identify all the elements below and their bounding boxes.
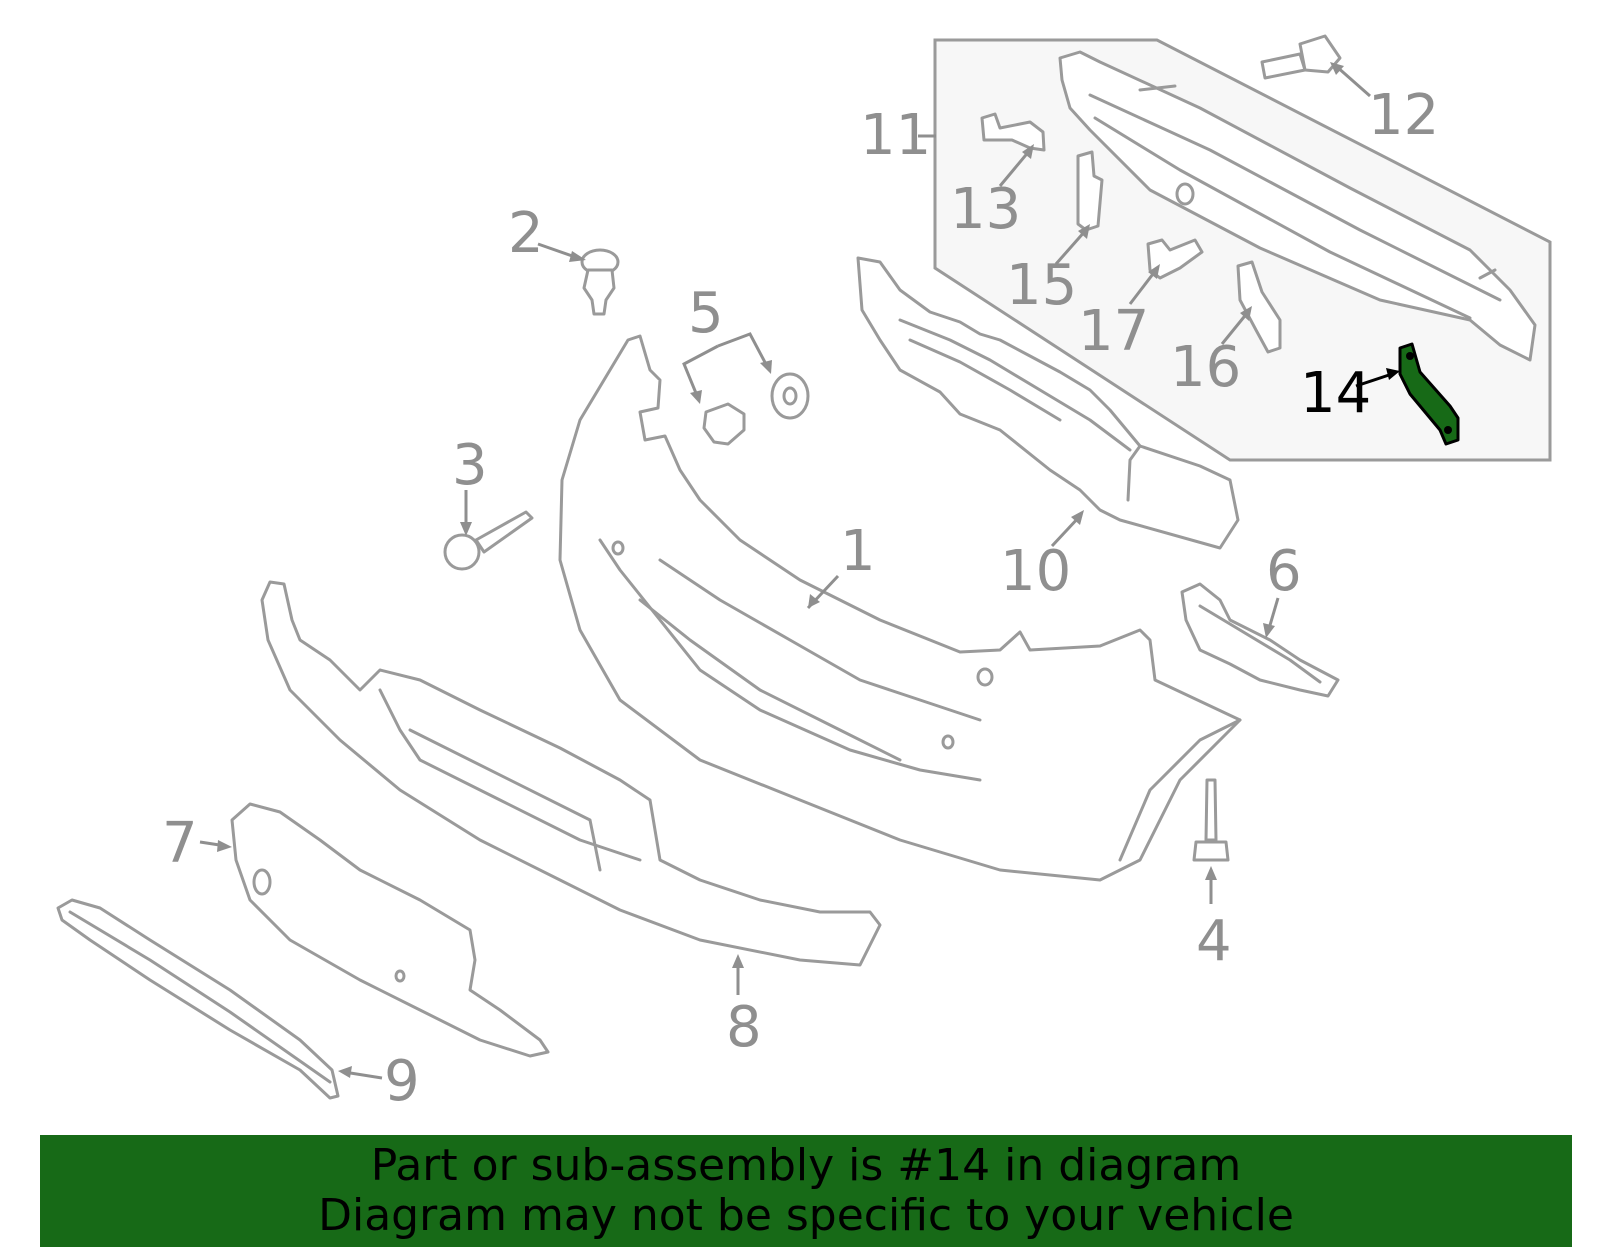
part-bolt-12 bbox=[1260, 34, 1342, 80]
callout-7: 7 bbox=[162, 811, 198, 876]
callout-12: 12 bbox=[1368, 83, 1439, 148]
callout-13: 13 bbox=[950, 177, 1021, 242]
callout-2: 2 bbox=[508, 201, 544, 266]
callout-14: 14 bbox=[1300, 361, 1371, 426]
part-bumper-cover bbox=[558, 334, 1242, 882]
callout-6: 6 bbox=[1266, 539, 1302, 604]
part-reinforcement-beam bbox=[1058, 50, 1537, 362]
part-washer-5 bbox=[770, 372, 810, 420]
callout-8: 8 bbox=[726, 995, 762, 1060]
callout-labels: 1 2 3 4 5 6 7 8 9 10 11 12 13 14 15 16 1… bbox=[162, 83, 1439, 1114]
part-bolt-4 bbox=[1192, 778, 1230, 862]
part-nut-5 bbox=[702, 402, 746, 446]
part-bracket-14-highlighted bbox=[1398, 342, 1460, 446]
part-lower-trim-7 bbox=[230, 802, 550, 1058]
callout-3: 3 bbox=[452, 433, 488, 498]
part-bracket-13 bbox=[980, 112, 1046, 152]
info-banner: Part or sub-assembly is #14 in diagram D… bbox=[40, 1135, 1572, 1247]
part-push-clip-2 bbox=[580, 248, 620, 316]
callout-16: 16 bbox=[1170, 335, 1241, 400]
banner-line-part-number: Part or sub-assembly is #14 in diagram bbox=[370, 1140, 1242, 1191]
callout-9: 9 bbox=[384, 1049, 420, 1114]
part-screw-3 bbox=[443, 510, 534, 571]
banner-line-disclaimer: Diagram may not be specific to your vehi… bbox=[318, 1190, 1294, 1241]
part-energy-absorber bbox=[856, 256, 1240, 550]
callout-11: 11 bbox=[860, 103, 931, 168]
callout-10: 10 bbox=[1000, 539, 1071, 604]
callout-4: 4 bbox=[1196, 909, 1232, 974]
callout-17: 17 bbox=[1078, 299, 1149, 364]
leader-lines bbox=[199, 62, 1400, 1080]
part-side-bracket-6 bbox=[1180, 582, 1340, 698]
callout-5: 5 bbox=[688, 281, 724, 346]
callout-15: 15 bbox=[1006, 253, 1077, 318]
parts-diagram: 1 2 3 4 5 6 7 8 9 10 11 12 13 14 15 16 1… bbox=[56, 34, 1552, 1114]
callout-1: 1 bbox=[840, 519, 876, 584]
part-lower-valance bbox=[260, 580, 882, 967]
subassembly-box bbox=[933, 38, 1552, 462]
part-bracket-15 bbox=[1076, 150, 1104, 232]
part-lower-strip-9 bbox=[56, 898, 340, 1100]
